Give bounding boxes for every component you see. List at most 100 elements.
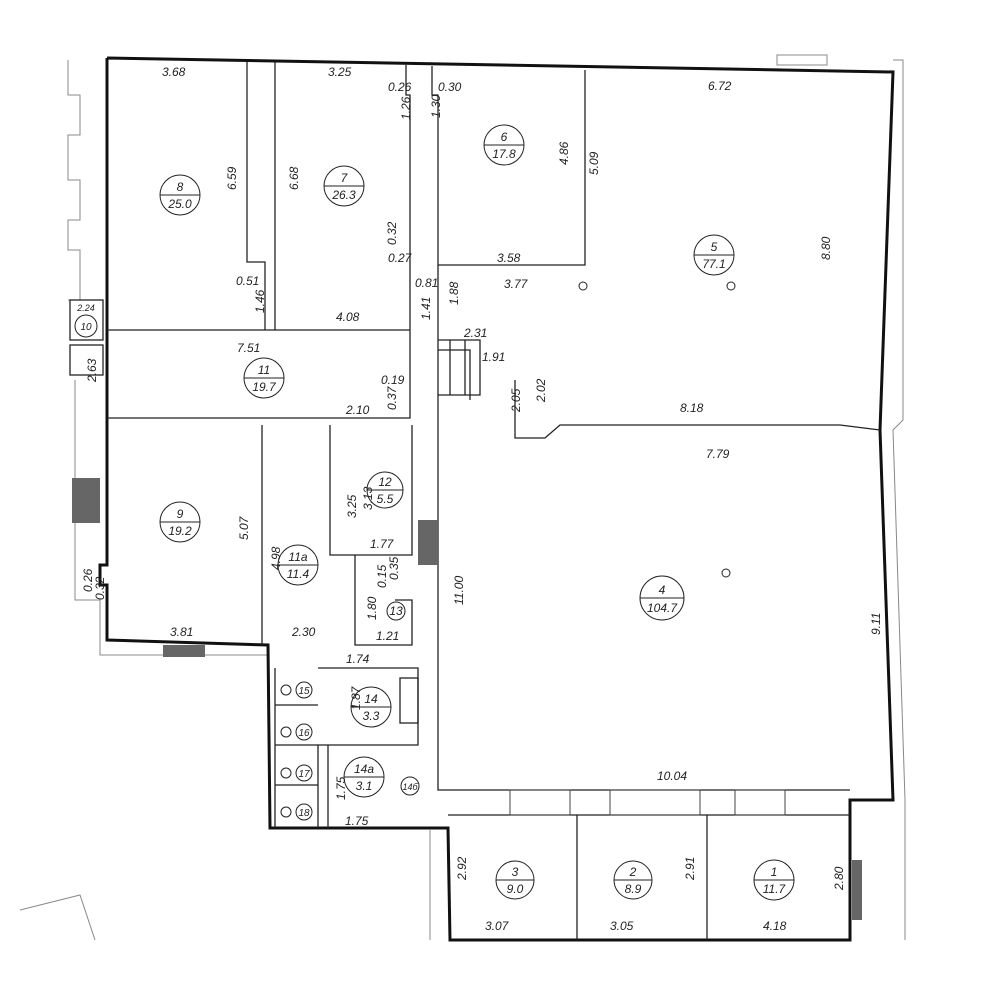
dimension-label: 2.10 xyxy=(345,403,370,417)
room-15: 15 xyxy=(295,681,313,699)
room-7: 726.3 xyxy=(323,165,365,207)
dimension-label: 0.35 xyxy=(387,556,401,580)
room-number: 2 xyxy=(629,865,637,879)
dimension-label: 1.41 xyxy=(419,297,433,320)
window-hatches xyxy=(72,478,862,920)
dimension-label: 3.25 xyxy=(345,494,359,518)
room-number: 11 xyxy=(258,363,270,377)
room-area: 9.0 xyxy=(507,882,524,896)
dimension-label: 2.91 xyxy=(683,857,697,881)
room-5: 577.1 xyxy=(693,234,735,276)
room-17: 17 xyxy=(295,764,313,782)
room-area: 8.9 xyxy=(625,882,642,896)
room-number: 18 xyxy=(298,808,310,819)
dimension-label: 4.18 xyxy=(763,919,787,933)
room-18: 18 xyxy=(295,803,313,821)
room-number: 4 xyxy=(659,583,666,597)
dimension-label: 0.26 xyxy=(81,568,95,592)
room-number: 14a xyxy=(354,762,374,776)
dimension-label: 8.18 xyxy=(680,401,704,415)
column-markers xyxy=(578,281,736,578)
dimension-label: 4.86 xyxy=(557,141,571,165)
dimension-label: 0.15 xyxy=(375,564,389,588)
dimension-label: 7.79 xyxy=(706,447,730,461)
dimension-label: 3.13 xyxy=(361,486,375,510)
dimension-label: 2.02 xyxy=(534,378,548,403)
dimension-label: 11.00 xyxy=(452,576,466,605)
dimension-label: 1.46 xyxy=(253,289,267,313)
room-area: 5.5 xyxy=(377,492,394,506)
dimension-label: 1.75 xyxy=(334,776,348,800)
dimension-label: 7.51 xyxy=(237,341,260,355)
room-1: 111.7 xyxy=(753,859,795,901)
room-12: 125.5 xyxy=(366,471,404,509)
dimension-label: 1.30 xyxy=(429,94,443,118)
room-9: 919.2 xyxy=(159,501,201,543)
dimension-label: 3.77 xyxy=(504,277,529,291)
room-number: 11a xyxy=(288,550,307,564)
room-3: 39.0 xyxy=(495,860,535,900)
dimension-label: 8.80 xyxy=(819,236,833,260)
room-area: 25.0 xyxy=(167,197,192,211)
room-number: 8 xyxy=(177,180,184,194)
dimension-label: 0.19 xyxy=(381,373,405,387)
room-number: 7 xyxy=(341,171,349,185)
dimension-label: 0.32 xyxy=(93,576,107,600)
dimension-label: 2.30 xyxy=(291,625,316,639)
room-2: 28.9 xyxy=(613,860,653,900)
room-number: 6 xyxy=(501,130,508,144)
room-11a: 11a 11.4 xyxy=(277,544,319,586)
room-14: 143.3 xyxy=(350,686,392,728)
dimension-label: 0.30 xyxy=(438,80,462,94)
room-area: 3.1 xyxy=(356,779,373,793)
room-16: 16 xyxy=(295,723,313,741)
toilet-fixtures xyxy=(280,684,292,818)
dimension-label: 1.21 xyxy=(376,629,399,643)
dimension-label: 2.05 xyxy=(509,388,523,413)
dimension-label: 2.80 xyxy=(832,866,846,891)
dimension-label: 1.74 xyxy=(346,652,370,666)
dimension-label: 3.58 xyxy=(497,251,521,265)
dimension-label: 6.59 xyxy=(225,166,239,190)
outer-wall xyxy=(98,56,895,942)
dimension-label: 1.91 xyxy=(482,350,505,364)
dimension-label: 0.32 xyxy=(385,221,399,245)
dimension-label: 2.92 xyxy=(455,856,469,881)
dimension-label: 1.87 xyxy=(349,685,363,710)
dimension-label: 1.88 xyxy=(447,281,461,305)
room-number: 10 xyxy=(80,322,92,333)
room-number: 5 xyxy=(711,240,718,254)
room-number: 13 xyxy=(389,604,403,618)
dimension-label: 3.05 xyxy=(610,919,634,933)
room-number: 14 xyxy=(364,692,378,706)
dimension-label: 3.07 xyxy=(485,919,510,933)
dimension-label: 0.37 xyxy=(385,385,399,410)
room-8: 825.0 xyxy=(159,174,201,216)
dimension-label: 1.75 xyxy=(345,814,369,828)
room-14b: 14б xyxy=(400,776,420,796)
room-6: 617.8 xyxy=(483,124,525,166)
dimension-label: 6.72 xyxy=(708,79,732,93)
dimension-label: 4.08 xyxy=(336,310,360,324)
dimension-label: 10.04 xyxy=(657,769,687,783)
room-number: 15 xyxy=(298,686,310,697)
room-number: 16 xyxy=(298,728,310,739)
room-number: 12 xyxy=(378,475,392,489)
room-area: 3.3 xyxy=(363,709,380,723)
room-13: 13 xyxy=(386,601,406,621)
room-number: 3 xyxy=(512,865,519,879)
room-number: 14б xyxy=(402,782,418,792)
room-number: 1 xyxy=(771,865,778,879)
dimension-label: 3.81 xyxy=(170,625,193,639)
dimension-label: 3.25 xyxy=(328,65,352,79)
room-area: 77.1 xyxy=(702,257,725,271)
room-area: 11.4 xyxy=(287,567,310,581)
dimension-label: 5.09 xyxy=(587,151,601,175)
room-area: 19.2 xyxy=(168,524,192,538)
dimension-label: 2.31 xyxy=(463,326,487,340)
dimension-label: 1.26 xyxy=(399,96,413,120)
